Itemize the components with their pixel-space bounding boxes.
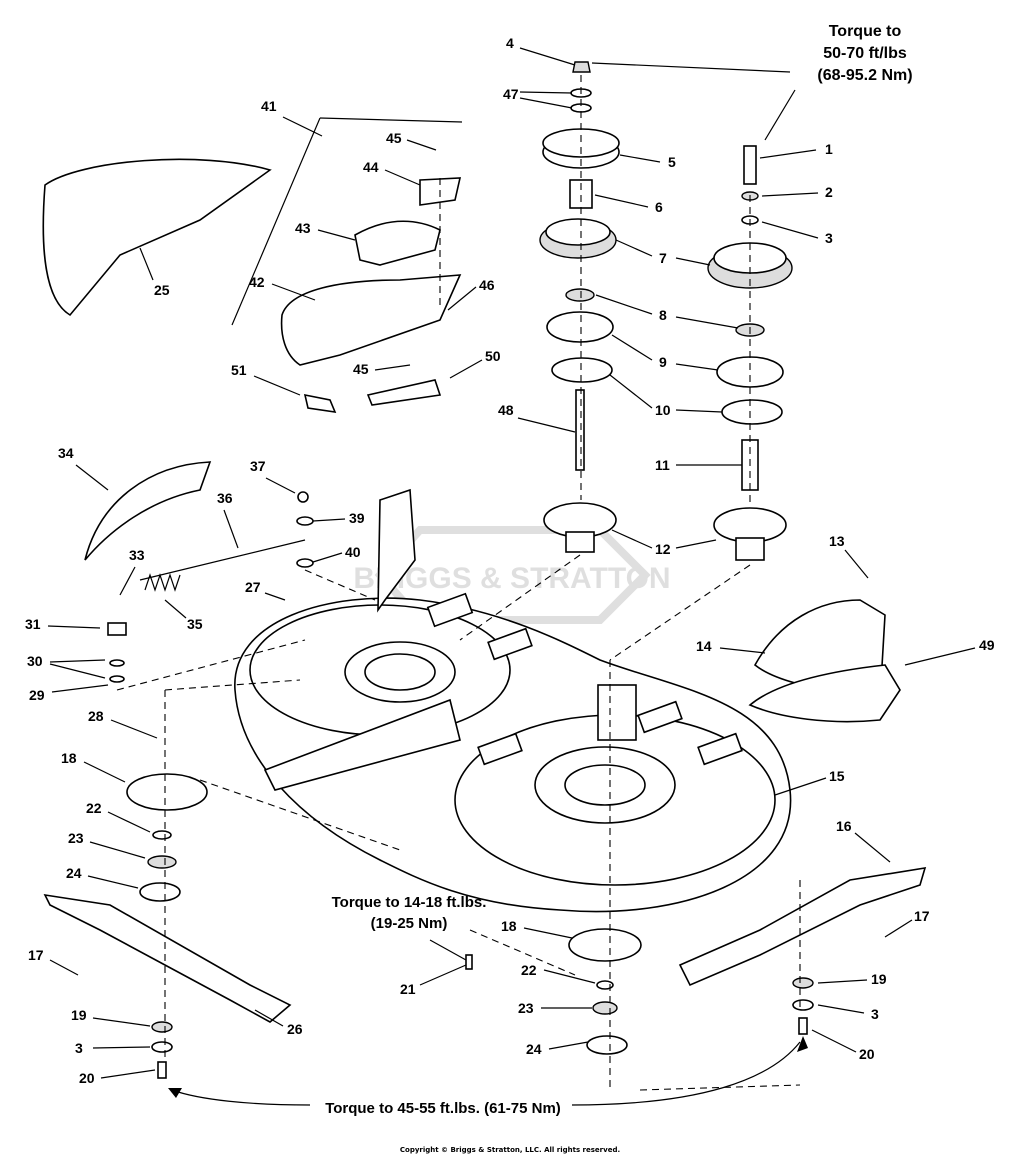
torque-note-mid-line1: Torque to 14-18 ft.lbs. — [332, 894, 487, 911]
callout: 18 — [61, 750, 77, 766]
callout: 51 — [231, 362, 247, 378]
callout: 9 — [659, 354, 667, 370]
torque-note-top-line1: Torque to — [829, 23, 902, 40]
callout: 27 — [245, 579, 261, 595]
callout: 39 — [349, 510, 365, 526]
callout: 42 — [249, 274, 265, 290]
callout: 48 — [498, 402, 514, 418]
callout: 6 — [655, 199, 663, 215]
callout: 37 — [250, 458, 266, 474]
callout: 16 — [836, 818, 852, 834]
callout: 36 — [217, 490, 233, 506]
callout: 3 — [871, 1006, 879, 1022]
callout: 26 — [287, 1021, 303, 1037]
callout: 47 — [503, 86, 519, 102]
callout: 33 — [129, 547, 145, 563]
callout: 50 — [485, 348, 501, 364]
callout: 3 — [75, 1040, 83, 1056]
torque-note-bottom: Torque to 45-55 ft.lbs. (61-75 Nm) — [325, 1100, 561, 1117]
callout: 19 — [71, 1007, 87, 1023]
callout: 40 — [345, 544, 361, 560]
callout: 10 — [655, 402, 671, 418]
torque-note-top-line2: 50-70 ft/lbs — [823, 45, 907, 62]
callout: 3 — [825, 230, 833, 246]
callout: 23 — [518, 1000, 534, 1016]
callout: 44 — [363, 159, 379, 175]
callout: 4 — [506, 35, 514, 51]
callout: 31 — [25, 616, 41, 632]
callout: 24 — [526, 1041, 542, 1057]
torque-note-mid-line2: (19-25 Nm) — [371, 915, 448, 932]
callout: 8 — [659, 307, 667, 323]
callout: 35 — [187, 616, 203, 632]
belt-covers — [42, 117, 463, 413]
callout: 22 — [86, 800, 102, 816]
callout: 7 — [659, 250, 667, 266]
callout-labels: 4 47 5 6 7 8 9 10 48 12 1 2 3 11 13 14 4… — [25, 35, 995, 1086]
callout: 34 — [58, 445, 74, 461]
callout: 28 — [88, 708, 104, 724]
mower-deck — [234, 488, 792, 913]
callout: 13 — [829, 533, 845, 549]
callout: 11 — [655, 457, 670, 473]
leader-lines — [47, 47, 976, 1106]
callout: 45 — [353, 361, 369, 377]
callout: 23 — [68, 830, 84, 846]
callout: 21 — [400, 981, 416, 997]
callout: 43 — [295, 220, 311, 236]
right-blade-assembly — [678, 867, 927, 1035]
torque-note-top-line3: (68-95.2 Nm) — [817, 67, 912, 84]
callout: 24 — [66, 865, 82, 881]
callout: 49 — [979, 637, 995, 653]
callout: 17 — [914, 908, 930, 924]
callout: 20 — [79, 1070, 95, 1086]
left-spindle-stack — [539, 61, 620, 553]
callout: 29 — [29, 687, 45, 703]
copyright: Copyright © Briggs & Stratton, LLC. All … — [400, 1146, 620, 1154]
callout: 2 — [825, 184, 833, 200]
assembly-lines — [116, 75, 801, 1091]
callout: 15 — [829, 768, 845, 784]
right-spindle-lower-assembly — [465, 928, 642, 1055]
callout: 18 — [501, 918, 517, 934]
callout: 46 — [479, 277, 495, 293]
callout: 19 — [871, 971, 887, 987]
callout: 25 — [154, 282, 170, 298]
callout: 22 — [521, 962, 537, 978]
callout: 17 — [28, 947, 44, 963]
callout: 41 — [261, 98, 277, 114]
callout: 5 — [668, 154, 676, 170]
idler-parts — [84, 461, 314, 683]
callout: 45 — [386, 130, 402, 146]
torque-notes: Torque to 50-70 ft/lbs (68-95.2 Nm) Torq… — [325, 23, 912, 1117]
callout: 20 — [859, 1046, 875, 1062]
callout: 1 — [825, 141, 833, 157]
callout: 14 — [696, 638, 712, 654]
callout: 12 — [655, 541, 671, 557]
baffles — [748, 599, 901, 723]
left-blade-assembly — [43, 773, 292, 1079]
callout: 30 — [27, 653, 43, 669]
